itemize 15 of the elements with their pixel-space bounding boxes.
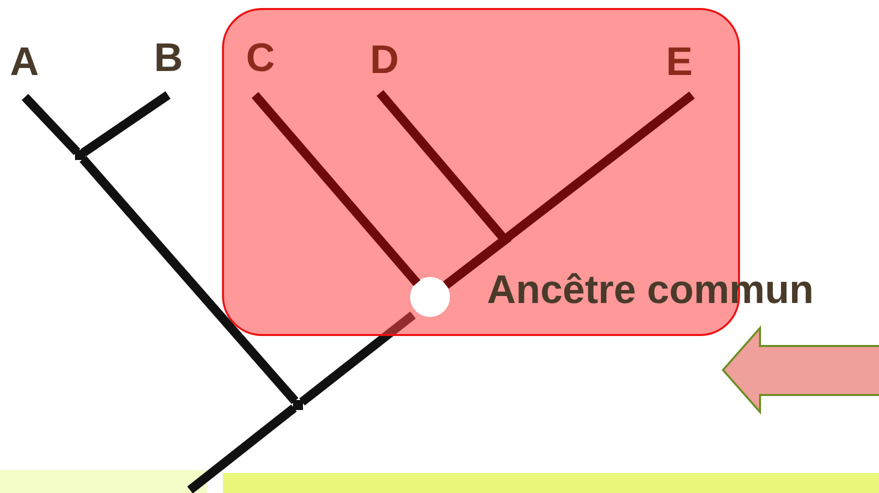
branch-line bbox=[80, 156, 298, 404]
branch-junction bbox=[293, 400, 303, 410]
branch-line bbox=[80, 91, 171, 157]
taxon-label: D bbox=[370, 40, 399, 80]
branch-line bbox=[443, 91, 695, 289]
taxon-label: B bbox=[154, 38, 183, 78]
branch-line bbox=[22, 94, 80, 156]
branch-junction bbox=[75, 150, 85, 160]
branch-line bbox=[187, 404, 297, 493]
branch-line bbox=[376, 90, 512, 289]
taxon-label: E bbox=[666, 42, 693, 82]
branch-line bbox=[252, 92, 420, 286]
ancestor-node bbox=[410, 277, 450, 317]
taxon-label: A bbox=[10, 42, 39, 82]
taxon-label: C bbox=[246, 38, 275, 78]
